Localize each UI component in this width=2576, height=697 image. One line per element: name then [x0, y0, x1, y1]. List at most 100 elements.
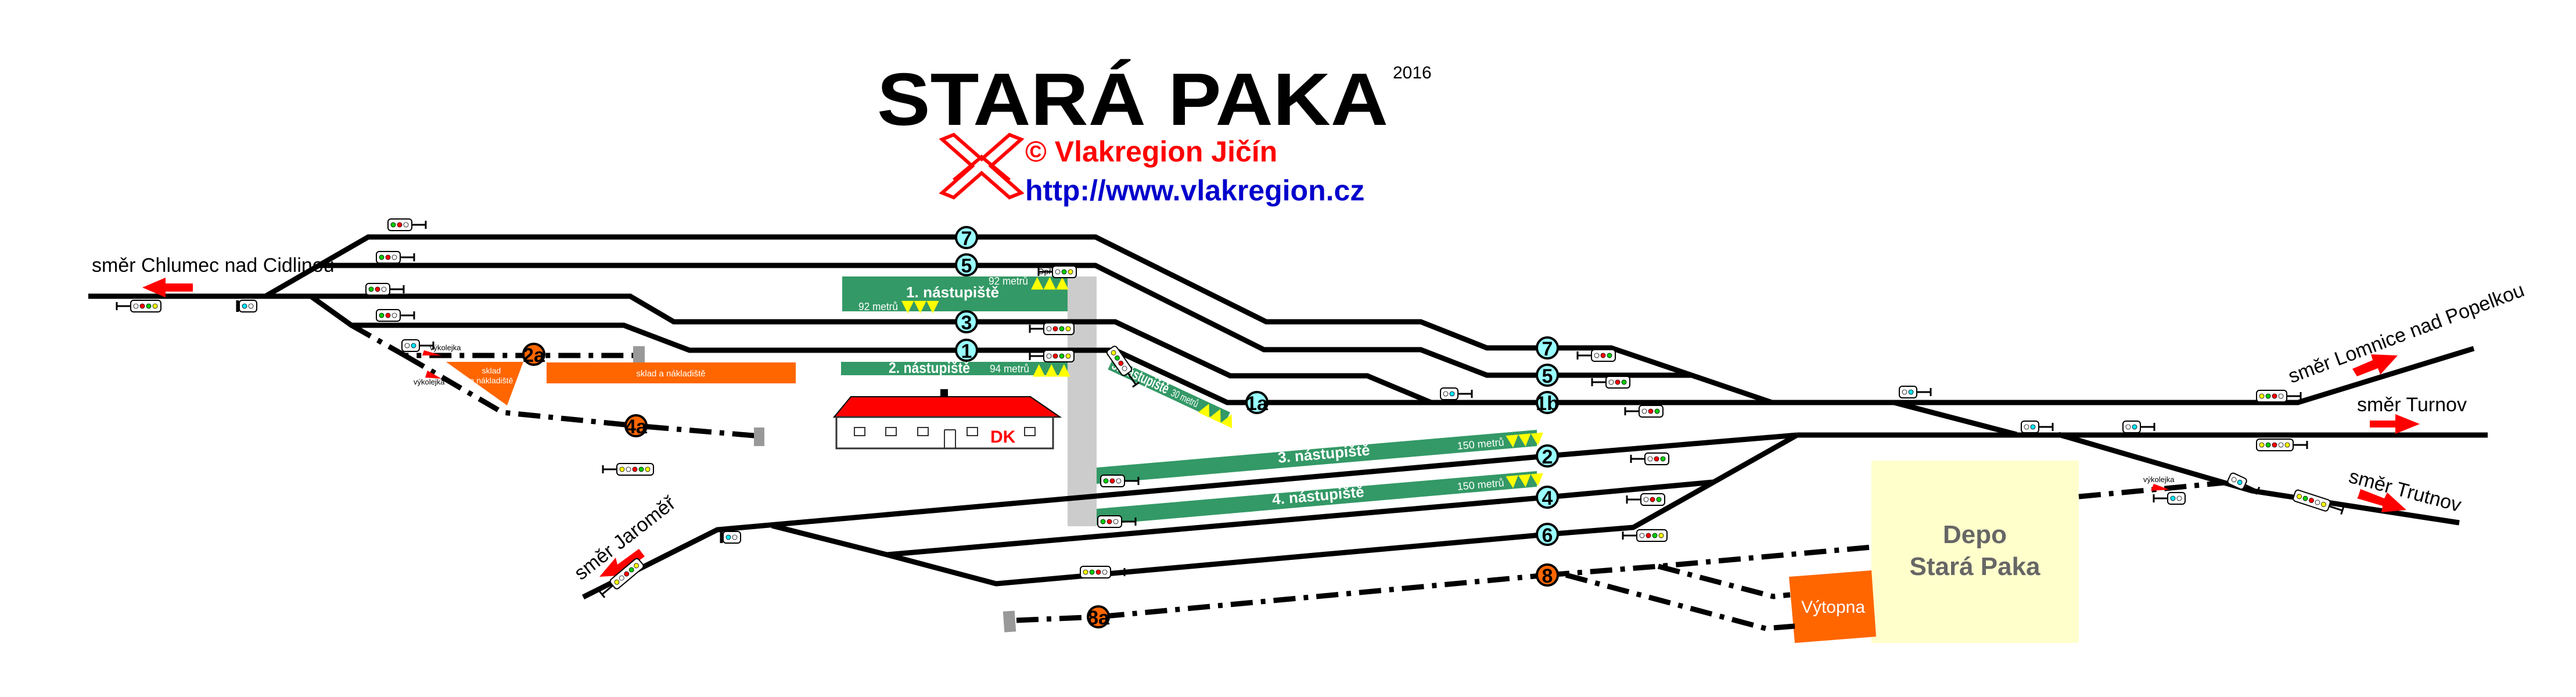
- siding-2a-marker[interactable]: 2a: [522, 343, 545, 367]
- line-trutnov: [2057, 432, 2460, 526]
- track-7-right-marker[interactable]: 7: [1536, 336, 1559, 360]
- signal-icon: [2153, 492, 2186, 505]
- track-2-marker[interactable]: 2: [1536, 444, 1559, 468]
- signal-icon: [1080, 566, 1126, 579]
- buffer-stop-icon: [1003, 610, 1016, 633]
- storage-large-label: sklad a nákladiště: [636, 369, 705, 379]
- signal-icon: [1100, 475, 1140, 487]
- siding-number: 8a: [1087, 607, 1110, 629]
- signal-icon: [376, 309, 415, 322]
- chimney: [940, 389, 948, 397]
- signal-icon: [1630, 452, 1669, 465]
- track-number: 2: [1542, 446, 1553, 468]
- signal-icon: [2256, 390, 2302, 403]
- siding-number: 2a: [523, 344, 545, 367]
- signal-icon: [2256, 439, 2308, 451]
- track-5-marker[interactable]: 5: [955, 253, 978, 277]
- buffer-stop-icon: [754, 427, 764, 446]
- signals: [116, 218, 2345, 598]
- track-7-marker[interactable]: 7: [955, 226, 978, 250]
- derail-icon: [425, 371, 441, 379]
- triangles-down-icon: ▼▼▼: [1506, 428, 1545, 450]
- siding-8a-marker[interactable]: 8a: [1087, 605, 1110, 629]
- title-block: STARÁ PAKA 2016 © Vlakregion Jičín http:…: [877, 58, 1432, 207]
- depot-label-1: Depo: [1943, 520, 2007, 549]
- derail-icon: [422, 350, 441, 355]
- track-number: 6: [1542, 524, 1553, 547]
- arrow-up-right-icon: [2352, 354, 2398, 376]
- tracks: [88, 234, 2488, 631]
- title-year: 2016: [1393, 63, 1432, 82]
- website-link[interactable]: http://www.vlakregion.cz: [1025, 174, 1364, 207]
- siding-8-depot: [1547, 544, 1872, 578]
- station-building-label: DK: [990, 427, 1016, 447]
- siding-8-shed-b: [1565, 572, 1795, 631]
- triangles-down-icon: ▼▼▼: [901, 296, 939, 315]
- gray-crossing-platform: [1068, 276, 1097, 526]
- signal-icon: [401, 339, 434, 352]
- arrow-down-left-icon: [599, 549, 645, 577]
- signal-icon: [2021, 421, 2054, 433]
- engine-shed: Výtopna: [1789, 570, 1876, 643]
- station-title: STARÁ PAKA: [877, 58, 1388, 141]
- buffer-stop-icon: [633, 346, 645, 362]
- arrow-right-icon: [2370, 414, 2420, 434]
- track-number: 1a: [1246, 393, 1269, 415]
- arrow-left-icon: [142, 278, 193, 297]
- signal-icon: [376, 251, 415, 264]
- roof: [832, 396, 1062, 418]
- depot-label-2: Stará Paka: [1909, 552, 2040, 581]
- track-1b-marker[interactable]: 1b: [1536, 391, 1559, 415]
- signal-icon: [1591, 376, 1630, 389]
- crossover-turnov: [1893, 400, 2018, 437]
- platform-2: 2. nástupiště 94 metrů ▲▲▲: [841, 359, 1070, 379]
- signal-icon: [1624, 405, 1664, 418]
- signal-icon: [1622, 529, 1668, 542]
- signal-icon: [365, 283, 405, 296]
- storage-small-line1: sklad: [482, 366, 501, 375]
- track-numbers: 7 5 3 1 1a 1b 7 5 2 4 6 2a 4a 8 8a: [522, 226, 1559, 629]
- engine-shed-label: Výtopna: [1801, 598, 1865, 617]
- track-1a-marker[interactable]: 1a: [1245, 391, 1269, 415]
- signal-icon: [1029, 350, 1075, 362]
- platform-2-length: 94 metrů: [990, 363, 1029, 375]
- platform-1: 1. nástupiště 92 metrů ▲▲▲ 92 metrů ▼▼▼: [842, 272, 1069, 315]
- vlakregion-logo-icon: [939, 132, 1025, 200]
- signal-icon: [1626, 493, 1665, 506]
- signal-icon: [2122, 421, 2155, 433]
- direction-chlumec: směr Chlumec nad Cidlinou: [92, 254, 335, 276]
- main-line-chlumec: [88, 293, 1432, 405]
- signal-icon: [1440, 387, 1473, 400]
- track-number: 4: [1542, 487, 1553, 509]
- track-1-marker[interactable]: 1: [955, 339, 978, 362]
- storage-large: sklad a nákladiště: [547, 362, 796, 383]
- siding-4a: [403, 353, 755, 439]
- platform-1-label: 1. nástupiště: [906, 283, 999, 301]
- siding-number: 8: [1542, 565, 1553, 587]
- track-2: [581, 432, 1798, 600]
- signal-icon: [116, 300, 161, 312]
- derail-icon: [2151, 484, 2169, 491]
- derail-label: výkolejka: [2143, 475, 2175, 484]
- signal-icon: [1097, 515, 1137, 528]
- track-number: 7: [1542, 338, 1553, 360]
- triangles-down-icon: ▼▼▼: [1506, 469, 1545, 491]
- copyright-text: © Vlakregion Jičín: [1025, 135, 1277, 168]
- track-3-marker[interactable]: 3: [955, 310, 978, 334]
- derail-label: výkolejka: [430, 343, 461, 352]
- track-5-right-marker[interactable]: 5: [1536, 364, 1559, 387]
- track-number: 7: [961, 228, 972, 250]
- siding-4a-marker[interactable]: 4a: [624, 414, 648, 438]
- siding-8-marker[interactable]: 8: [1536, 563, 1559, 587]
- depot: Depo Stará Paka: [1871, 461, 2079, 643]
- station-building: DK: [832, 389, 1062, 450]
- storage-small: sklad a nákladiště: [446, 362, 523, 405]
- track-6-marker[interactable]: 6: [1536, 523, 1559, 547]
- triangles-up-icon: ▲▲▲: [1033, 360, 1070, 379]
- track-number: 3: [961, 312, 972, 334]
- signal-icon: [598, 558, 644, 598]
- platform-2-label: 2. nástupiště: [889, 359, 970, 376]
- track-4-marker[interactable]: 4: [1536, 486, 1559, 509]
- signal-icon: [720, 531, 741, 544]
